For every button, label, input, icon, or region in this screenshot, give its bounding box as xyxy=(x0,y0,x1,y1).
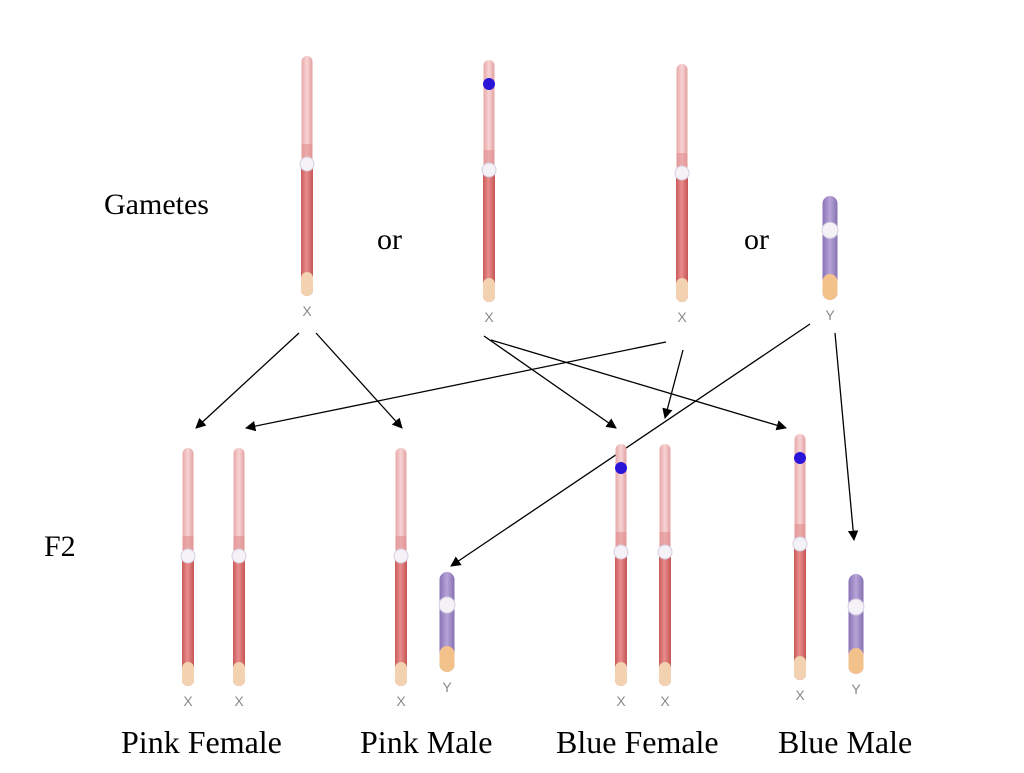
blue-male-chromosome-2: Y xyxy=(847,574,865,697)
pink-male-chromosome-2: Y xyxy=(438,572,456,695)
phenotype-label-pink-female: Pink Female xyxy=(121,724,282,760)
chromosome-letter: X xyxy=(234,693,244,709)
chromosome-layer: X X X Y X X X Y X X X Y xyxy=(180,56,865,709)
f2-row-label: F2 xyxy=(44,530,76,563)
centromere xyxy=(299,156,315,172)
chromosome-letter: Y xyxy=(851,681,861,697)
gametes-row-label: Gametes xyxy=(104,188,209,221)
arrow-xb-to-blue-male xyxy=(490,339,787,431)
arrow-x1-to-pink-female xyxy=(195,332,300,429)
or-separator-1: or xyxy=(377,223,402,256)
centromere xyxy=(180,548,196,564)
chromosome-letter: X xyxy=(616,693,626,709)
centromere xyxy=(792,536,808,552)
chromosome-letter: X xyxy=(396,693,406,709)
blue-female-chromosome-1: X xyxy=(613,444,629,709)
gamete-3-x-chromosome: X xyxy=(674,64,690,325)
phenotype-label-pink-male: Pink Male xyxy=(360,724,493,760)
arrow-x1-to-pink-male xyxy=(315,332,403,429)
centromere xyxy=(847,598,865,616)
phenotype-label-blue-male: Blue Male xyxy=(778,724,913,760)
blue-female-chromosome-2: X xyxy=(657,444,673,709)
or-separator-2: or xyxy=(744,223,769,256)
chromosome-letter: X xyxy=(484,309,494,325)
gamete-4-y-chromosome: Y xyxy=(821,196,839,323)
cross-arrows xyxy=(195,323,859,567)
centromere xyxy=(674,165,690,181)
phenotype-label-blue-female: Blue Female xyxy=(556,724,719,760)
blue-allele-marker xyxy=(794,452,806,464)
centromere xyxy=(657,544,673,560)
chromosome-letter: X xyxy=(795,687,805,703)
centromere xyxy=(613,544,629,560)
blue-allele-marker xyxy=(615,462,627,474)
chromosome-letter: X xyxy=(183,693,193,709)
centromere xyxy=(821,221,839,239)
chromosome-letter: X xyxy=(677,309,687,325)
chromosome-letter: X xyxy=(302,303,312,319)
pink-male-chromosome-1: X xyxy=(393,448,409,709)
arrow-x2-to-blue-female xyxy=(662,349,684,420)
gamete-2-x-chromosome: X xyxy=(481,60,497,325)
blue-allele-marker xyxy=(483,78,495,90)
pink-female-chromosome-2: X xyxy=(231,448,247,709)
chromosome-letter: Y xyxy=(825,307,835,323)
arrow-y-to-blue-male xyxy=(834,332,859,542)
blue-male-chromosome-1: X xyxy=(792,434,808,703)
centromere xyxy=(393,548,409,564)
centromere xyxy=(481,162,497,178)
arrow-x2-to-pink-female xyxy=(244,341,667,432)
centromere xyxy=(438,596,456,614)
centromere xyxy=(231,548,247,564)
chromosome-letter: Y xyxy=(442,679,452,695)
chromosome-letter: X xyxy=(660,693,670,709)
arrow-xb-to-blue-female xyxy=(483,335,617,429)
pink-female-chromosome-1: X xyxy=(180,448,196,709)
arrow-y-to-pink-male xyxy=(450,323,811,567)
gamete-1-x-chromosome: X xyxy=(299,56,315,319)
